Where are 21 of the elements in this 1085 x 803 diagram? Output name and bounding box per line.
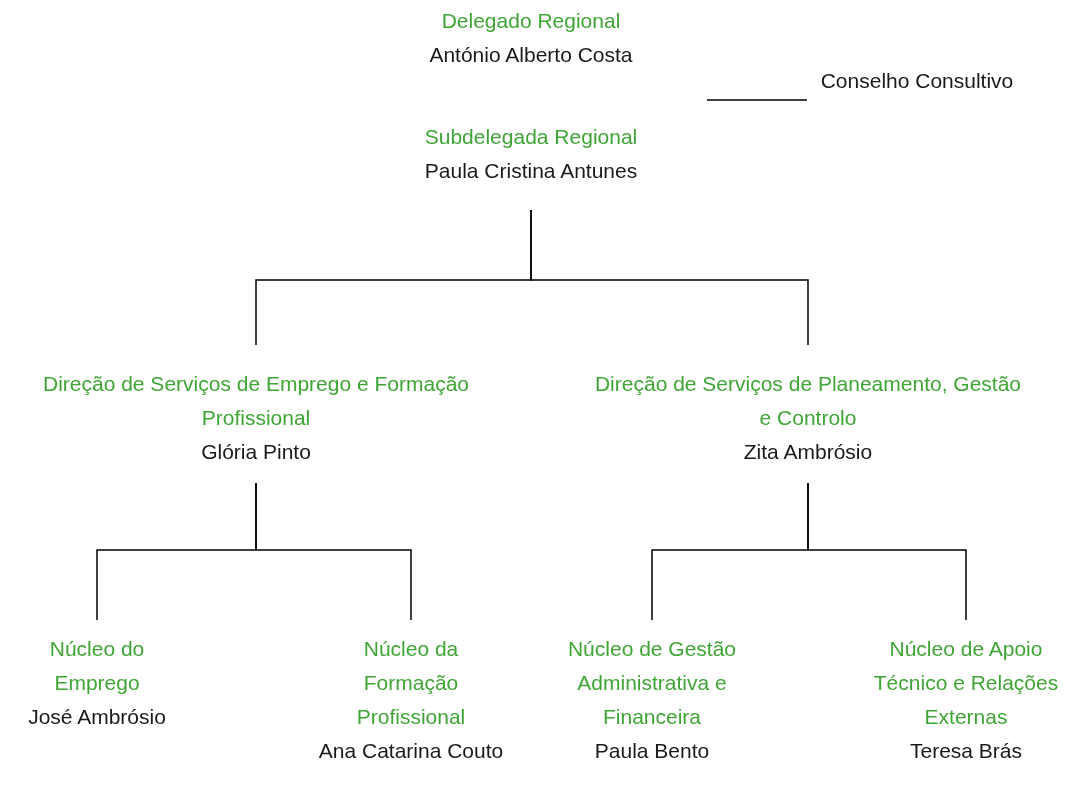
unit-title: Delegado Regional [441,8,621,34]
person-name: Glória Pinto [201,439,311,465]
unit-title: Direção de Serviços de Planeamento, Gestão e Controlo [593,371,1023,431]
unit-title: Núcleo da Formação Profissional [355,636,467,730]
person-name: José Ambrósio [28,704,166,730]
person-name: Conselho Consultivo [820,68,1014,94]
unit-title: Núcleo de Gestão Administrativa e Financeira [566,636,738,730]
unit-title: Direção de Serviços de Emprego e Formação Profissional [42,371,470,431]
person-name: Teresa Brás [909,738,1022,764]
person-name: António Alberto Costa [429,42,633,68]
connector-line [706,99,808,101]
unit-title: Núcleo de Apoio Técnico e Relações Externas [872,636,1060,730]
person-name: Ana Catarina Couto [318,738,504,764]
unit-title: Subdelegada Regional [424,124,638,150]
person-name: Zita Ambrósio [743,439,873,465]
connector-line [807,482,967,621]
person-name: Paula Bento [594,738,710,764]
unit-title: Núcleo do Emprego [48,636,146,696]
connector-line [530,209,809,346]
person-name: Paula Cristina Antunes [424,158,638,184]
connector-line [255,482,412,621]
